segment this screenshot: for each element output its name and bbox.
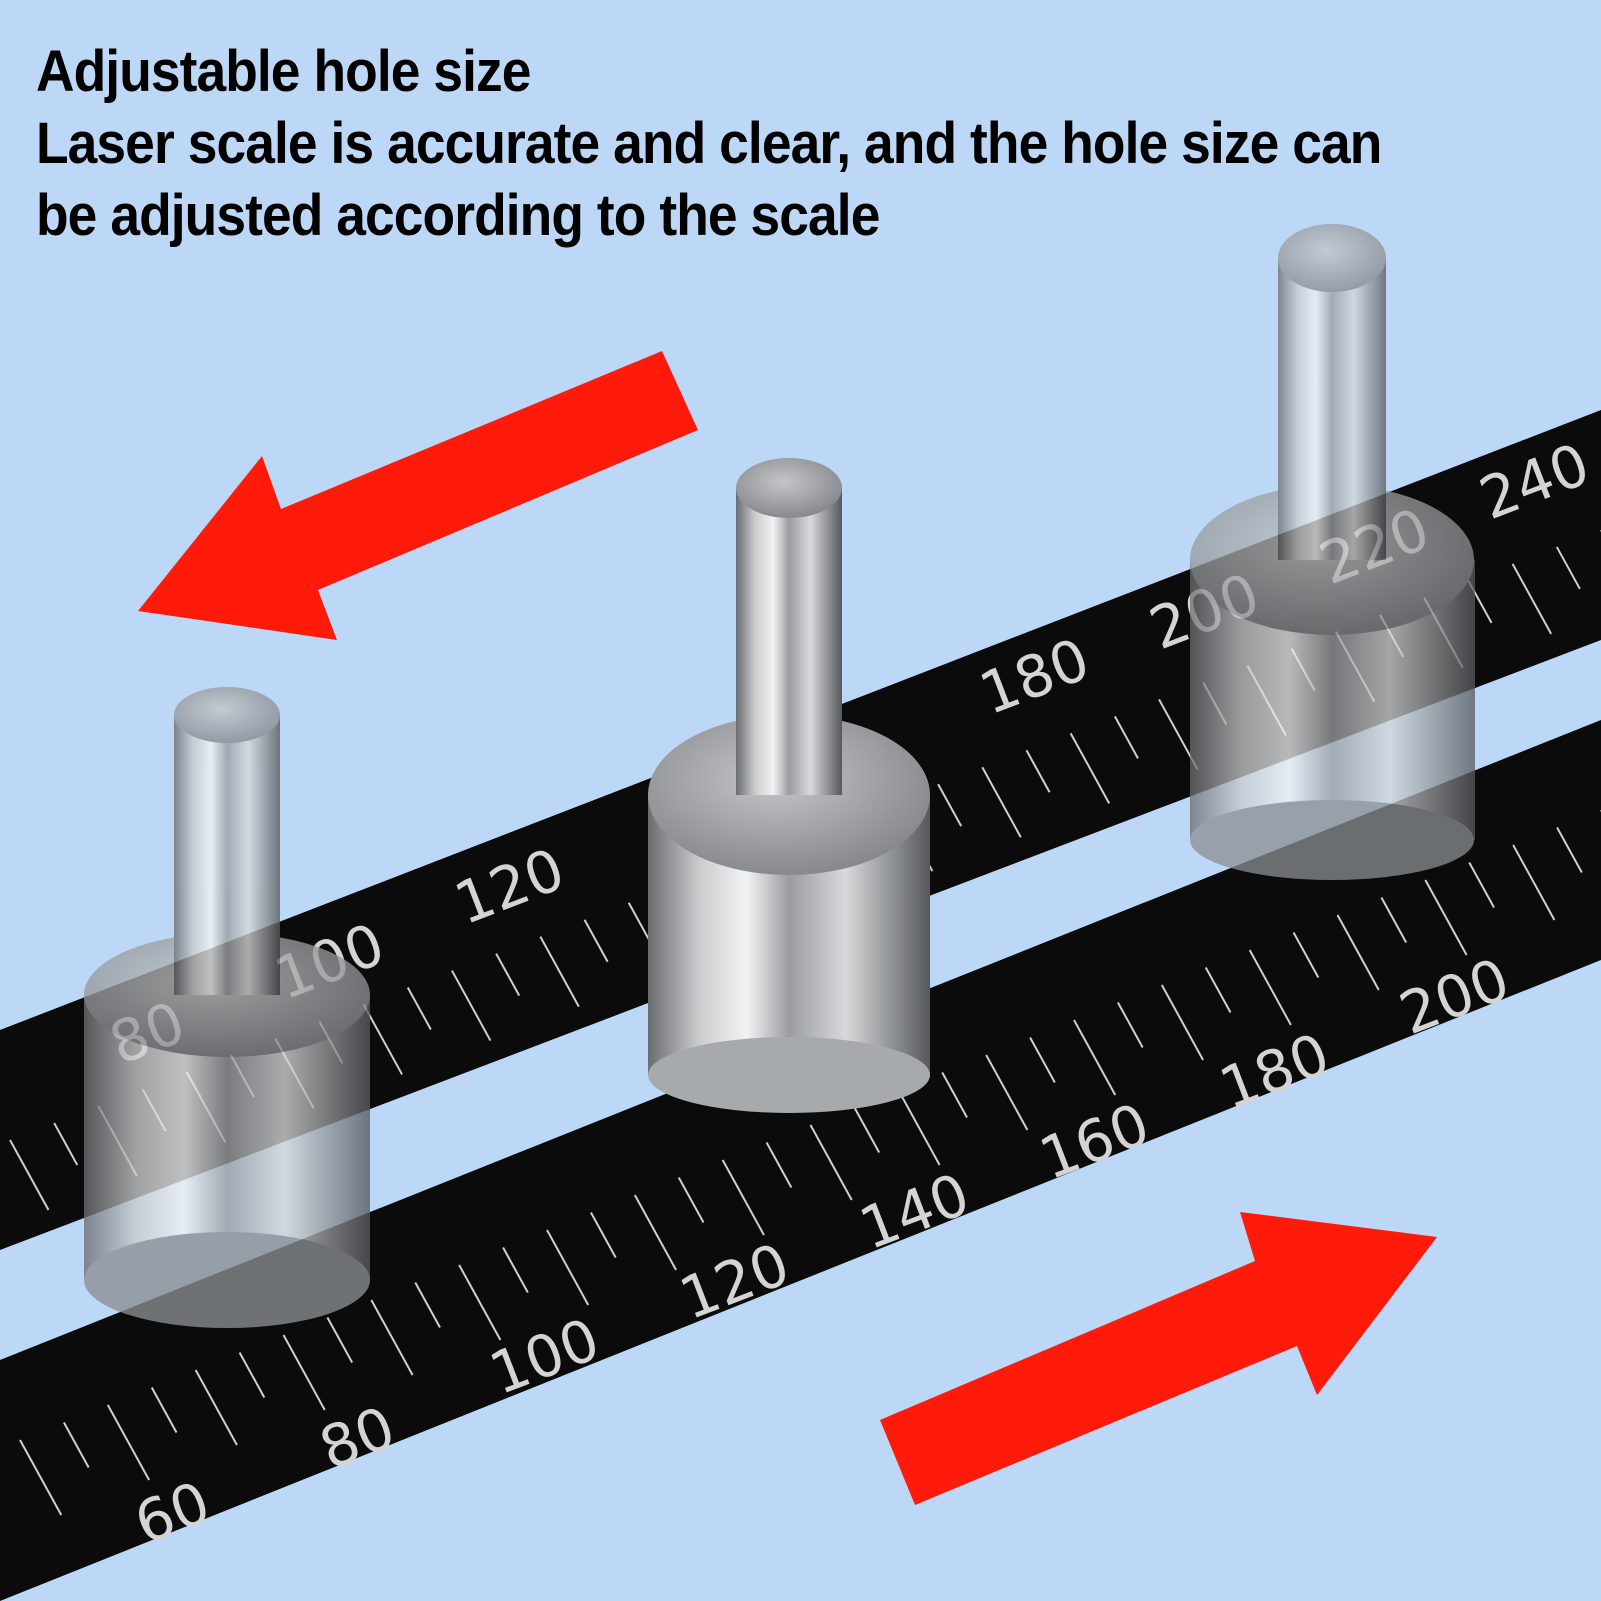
upper-ruler-tick [1069,732,1111,804]
lower-ruler-tick [458,1264,502,1341]
upper-ruler-tick [539,936,580,1008]
lower-ruler-tick [1336,914,1380,991]
lower-ruler-tick [370,1299,414,1376]
lower-ruler-tick [282,1334,326,1411]
headline-line-3: be adjusted according to the scale [36,183,880,248]
upper-ruler-tick [1511,563,1552,635]
upper-ruler-tick [9,1139,50,1211]
upper-ruler-tick [1555,546,1581,590]
lower-ruler-ticks [19,810,1601,1516]
lower-ruler-tick [1424,879,1468,956]
lower-ruler-tick [1160,984,1204,1061]
upper-ruler-tick [1113,715,1139,759]
lower-ruler-tick [1468,862,1495,908]
lower-ruler-tick [546,1229,590,1306]
lower-ruler-tick [1292,932,1320,978]
lower-ruler: 60 80 100 120 140 160 180 200 [0,720,1601,1601]
arrow-left-icon [138,351,698,640]
lower-ruler-tick [106,1404,150,1481]
lower-ruler-tick [326,1317,354,1363]
upper-ruler-tick [1025,749,1051,793]
lower-ruler-tick [941,1072,968,1118]
lower-ruler-tick [150,1387,178,1433]
lower-ruler-tick [1556,827,1583,873]
lower-ruler-tick [1248,949,1292,1026]
lower-ruler-tick [414,1282,441,1328]
upper-ruler-tick [495,953,521,997]
lower-ruler-tick [633,1194,677,1271]
lower-ruler-tick [19,1439,63,1516]
upper-ruler-tick [53,1122,79,1166]
lower-ruler-tick [1204,967,1232,1013]
lower-ruler-tick [502,1247,529,1293]
lower-ruler-tick [897,1089,941,1166]
upper-ruler-tick [451,970,492,1042]
upper-ruler-tick [981,766,1022,838]
headline-line-2: Laser scale is accurate and clear, and t… [36,111,1382,176]
lower-ruler-tick [853,1107,881,1153]
lower-ruler-tick [1512,844,1556,921]
lower-ruler-tick [1073,1019,1117,1096]
headline: Adjustable hole size Laser scale is accu… [36,36,1434,252]
lower-ruler-body [0,720,1601,1601]
lower-ruler-tick [238,1352,266,1398]
pin-middle [648,458,930,1113]
pin-right [1190,224,1475,880]
lower-ruler-tick [985,1054,1029,1131]
lower-ruler-tick [1380,897,1408,943]
lower-ruler-tick [590,1212,617,1258]
upper-ruler-tick [937,783,963,827]
upper-ruler-tick [583,919,609,963]
lower-ruler-tick [677,1177,705,1223]
lower-ruler-tick [1029,1037,1056,1083]
lower-ruler-tick [1117,1002,1144,1048]
upper-ruler-tick [406,987,432,1030]
lower-ruler-tick [63,1422,90,1468]
lower-ruler-tick [809,1124,853,1201]
pin-left [84,687,370,1328]
lower-ruler-tick [194,1369,238,1446]
headline-title: Adjustable hole size [36,39,531,104]
lower-ruler-tick [765,1142,793,1188]
lower-ruler-tick [721,1159,765,1236]
arrow-right-icon [880,1212,1437,1505]
